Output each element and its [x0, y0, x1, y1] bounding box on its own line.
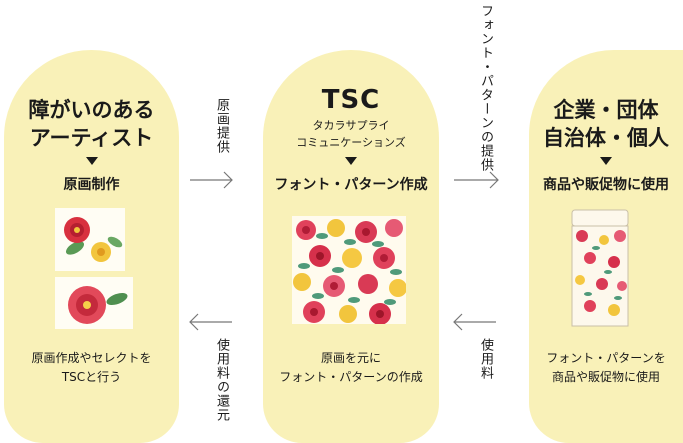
company-desc-line2: 商品や販促物に使用 — [551, 370, 660, 384]
company-desc-line1: フォント・パターンを — [546, 351, 666, 365]
company-title-line1: 企業・団体 — [553, 98, 659, 122]
artist-description: 原画作成やセレクトを TSCと行う — [4, 349, 179, 387]
arrow-left-icon — [189, 313, 232, 331]
pattern-image — [292, 216, 406, 324]
product-can-image — [568, 206, 632, 330]
tsc-subtitle-line2: コミュニケーションズ — [296, 136, 406, 149]
tsc-desc-line1: 原画を元に — [320, 351, 381, 365]
original-art-image-2 — [55, 277, 133, 329]
arrow-right-icon — [454, 171, 499, 189]
tsc-subtitle: タカラサプライ コミュニケーションズ — [263, 117, 439, 151]
flow-label-art-provision: 原画提供 — [214, 98, 229, 154]
down-triangle-icon — [600, 157, 612, 165]
artist-desc-line2: TSCと行う — [61, 370, 122, 384]
tsc-description: 原画を元に フォント・パターンの作成 — [263, 349, 439, 387]
company-role: 商品や販促物に使用 — [543, 177, 669, 193]
tsc-role: フォント・パターン作成 — [274, 177, 428, 193]
artist-role: 原画制作 — [63, 177, 120, 193]
flow-label-usage-fee: 使用料 — [478, 338, 493, 380]
artist-title: 障がいのある アーティスト — [4, 96, 179, 152]
artist-title-line1: 障がいのある — [28, 98, 155, 122]
artist-desc-line1: 原画作成やセレクトを — [31, 351, 152, 365]
tsc-desc-line2: フォント・パターンの作成 — [279, 370, 423, 384]
company-title-line2: 自治体・個人 — [543, 126, 669, 150]
artist-title-line2: アーティスト — [29, 126, 154, 150]
flow-label-pattern-provision: フォント・パターンの提供 — [478, 4, 493, 172]
company-description: フォント・パターンを 商品や販促物に使用 — [529, 349, 683, 387]
company-title: 企業・団体 自治体・個人 — [529, 96, 683, 152]
flow-label-fee-return: 使用料の還元 — [214, 338, 229, 422]
tsc-title: TSC — [321, 85, 381, 115]
original-art-image-1 — [55, 208, 125, 271]
down-triangle-icon — [345, 157, 357, 165]
arrow-left-icon — [453, 313, 496, 331]
tsc-subtitle-line1: タカラサプライ — [312, 119, 390, 132]
arrow-right-icon — [190, 171, 233, 189]
down-triangle-icon — [86, 157, 98, 165]
